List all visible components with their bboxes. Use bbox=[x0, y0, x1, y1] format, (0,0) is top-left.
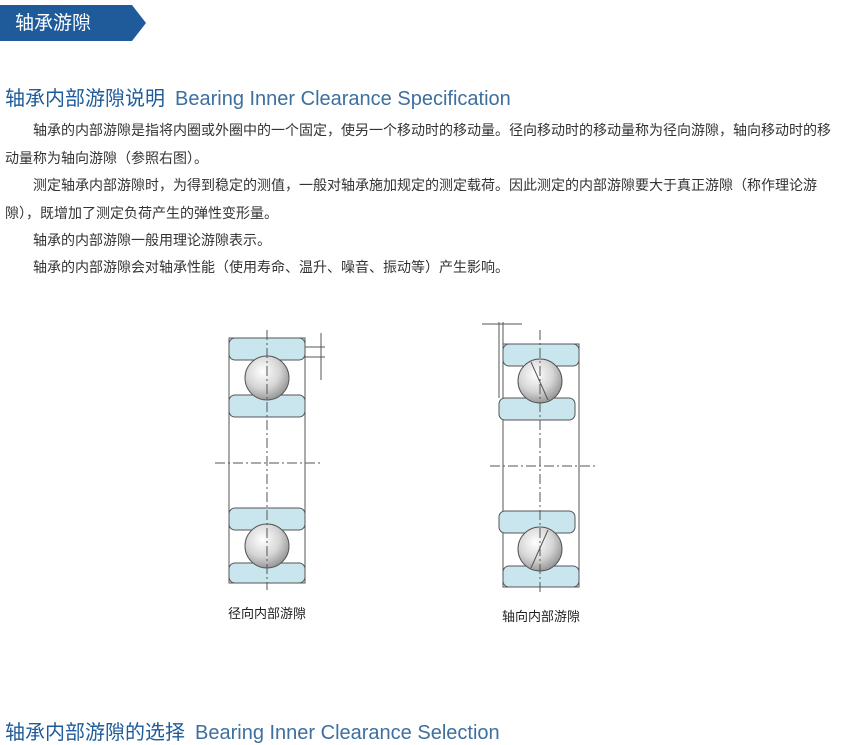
paragraph-2: 测定轴承内部游隙时，为得到稳定的测值，一般对轴承施加规定的测定载荷。因此测定的内… bbox=[5, 178, 817, 222]
axial-contact-line-bottom bbox=[530, 529, 549, 569]
section-title: 轴承内部游隙说明 Bearing Inner Clearance Specific… bbox=[5, 82, 511, 111]
axial-clearance-figure bbox=[482, 322, 595, 595]
next-section-title-cn: 轴承内部游隙的选择 bbox=[5, 720, 185, 744]
section-title-en: Bearing Inner Clearance Specification bbox=[175, 88, 511, 110]
section-tag-arrow bbox=[132, 5, 146, 41]
section-tag-label: 轴承游隙 bbox=[0, 5, 132, 41]
paragraph-3: 轴承的内部游隙一般用理论游隙表示。 bbox=[33, 233, 271, 249]
bearing-clearance-diagram bbox=[215, 322, 595, 595]
section-tag: 轴承游隙 bbox=[0, 5, 146, 41]
radial-clearance-figure bbox=[215, 330, 325, 590]
paragraph-1: 轴承的内部游隙是指将内圈或外圈中的一个固定，使另一个移动时的移动量。径向移动时的… bbox=[5, 123, 831, 167]
next-section-title-en: Bearing Inner Clearance Selection bbox=[195, 722, 500, 744]
radial-caption: 径向内部游隙 bbox=[228, 607, 307, 622]
axial-contact-line-top bbox=[530, 361, 549, 401]
section-title-cn: 轴承内部游隙说明 bbox=[5, 86, 165, 110]
next-section-title: 轴承内部游隙的选择 Bearing Inner Clearance Selecti… bbox=[5, 716, 500, 745]
axial-caption: 轴向内部游隙 bbox=[502, 610, 581, 625]
paragraph-4: 轴承的内部游隙会对轴承性能（使用寿命、温升、噪音、振动等）产生影响。 bbox=[33, 260, 509, 276]
